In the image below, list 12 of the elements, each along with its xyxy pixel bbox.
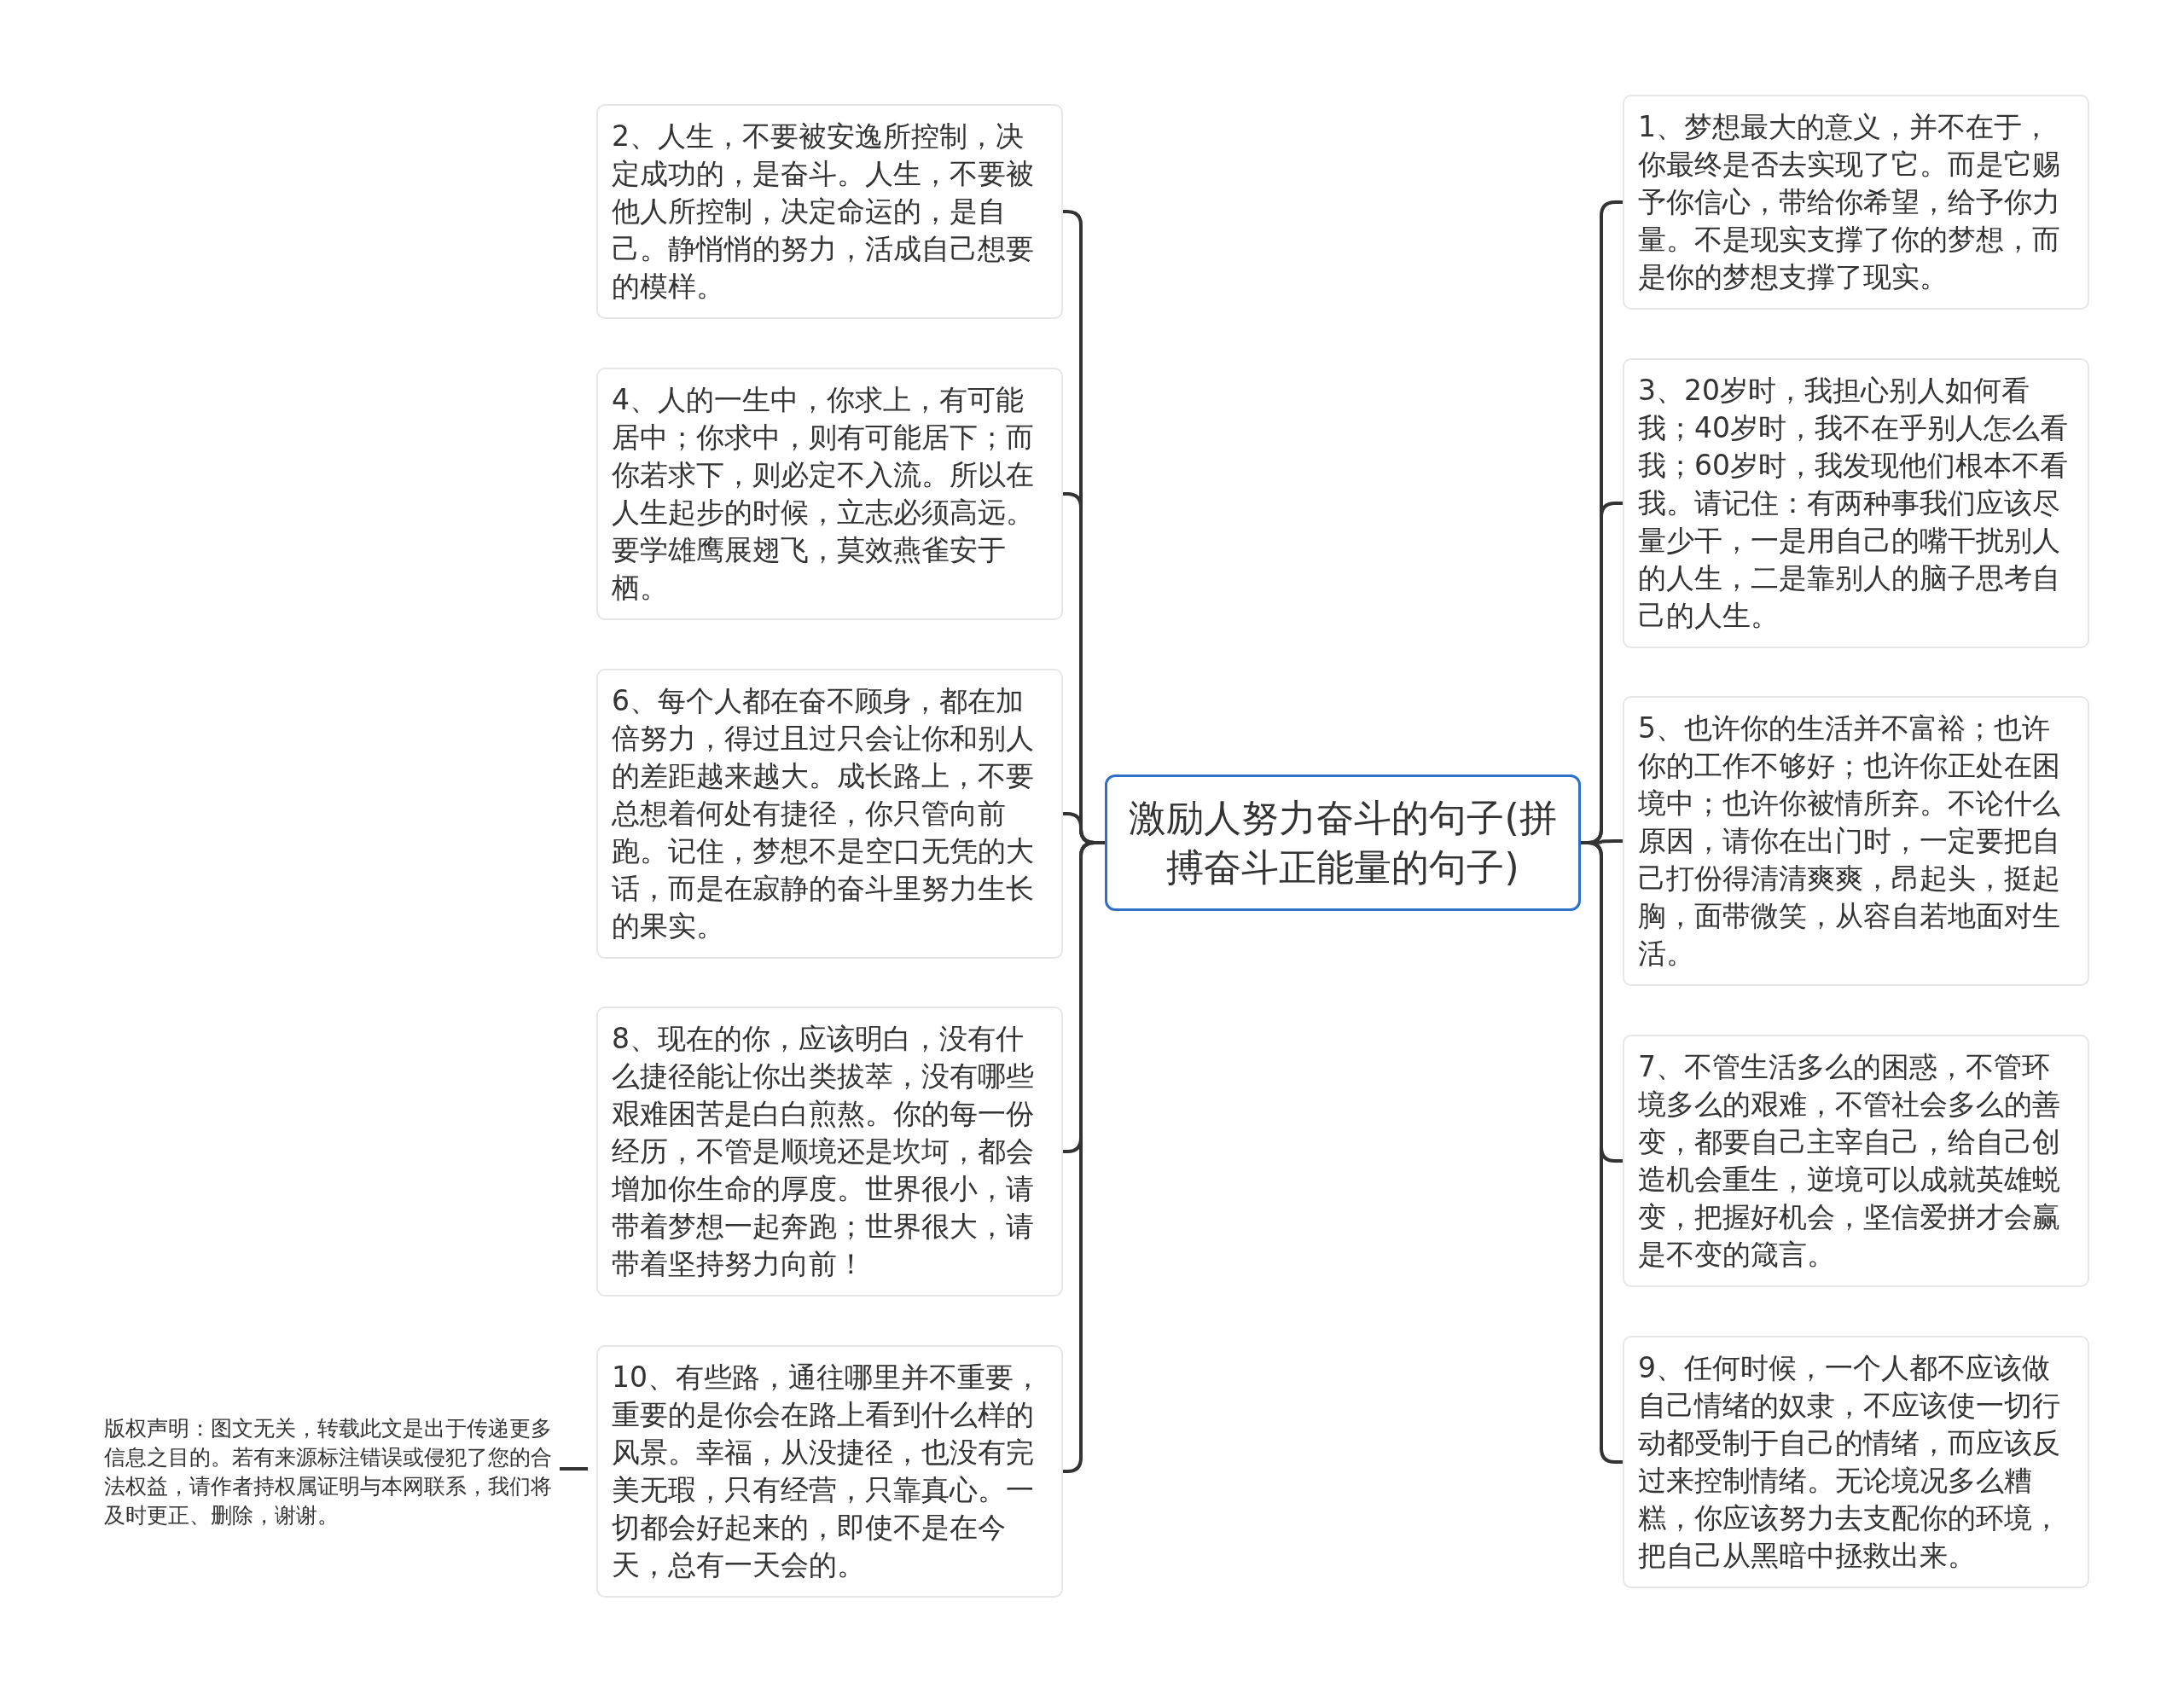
topic-box: 激励人努力奋斗的句子(拼搏奋斗正能量的句子) <box>1105 774 1581 911</box>
copyright-note: 版权声明：图文无关，转载此文是出于传递更多信息之目的。若有来源标注错误或侵犯了您的合法权益，请作者持权属证明与本网联系，我们将及时更正、删除，谢谢。 <box>104 1415 553 1529</box>
text-box: 10、有些路，通往哪里并不重要，重要的是你会在路上看到什么样的风景。幸福，从没捷径，也没有完美无瑕，只有经营，只靠真心。一切都会好起来的，即使不是在今天，总有一天会的。 <box>596 1345 1063 1598</box>
text-box: 8、现在的你，应该明白，没有什么捷径能让你出类拔萃，没有哪些艰难困苦是白白煎熬。你的每一份经历，不管是顺境还是坎坷，都会增加你生命的厚度。世界很小，请带着梦想一起奔跑；世界很大，请带着坚持努力向前！ <box>596 1007 1063 1297</box>
text-box: 3、20岁时，我担心别人如何看我；40岁时，我不在乎别人怎么看我；60岁时，我发现他们根本不看我。请记住：有两种事我们应该尽量少干，一是用自己的嘴干扰别人的人生，二是靠别人的脑子思考自己的人生。 <box>1623 358 2089 648</box>
text-box: 5、也许你的生活并不富裕；也许你的工作不够好；也许你正处在困境中；也许你被情所弃。不论什么原因，请你在出门时，一定要把自己打份得清清爽爽，昂起头，挺起胸，面带微笑，从容自若地面对生活。 <box>1623 696 2089 986</box>
text-box: 9、任何时候，一个人都不应该做自己情绪的奴隶，不应该使一切行动都受制于自己的情绪，而应该反过来控制情绪。无论境况多么糟糕，你应该努力去支配你的环境，把自己从黑暗中拯救出来。 <box>1623 1336 2089 1588</box>
text-box: 4、人的一生中，你求上，有可能居中；你求中，则有可能居下；而你若求下，则必定不入流。所以在人生起步的时候，立志必须高远。要学雄鹰展翅飞，莫效燕雀安于栖。 <box>596 368 1063 620</box>
text-box: 1、梦想最大的意义，并不在于，你最终是否去实现了它。而是它赐予你信心，带给你希望，给予你力量。不是现实支撑了你的梦想，而是你的梦想支撑了现实。 <box>1623 95 2089 310</box>
text-box: 2、人生，不要被安逸所控制，决定成功的，是奋斗。人生，不要被他人所控制，决定命运的，是自己。静悄悄的努力，活成自己想要的模样。 <box>596 104 1063 319</box>
text-box: 7、不管生活多么的困惑，不管环境多么的艰难，不管社会多么的善变，都要自己主宰自己，给自己创造机会重生，逆境可以成就英雄蜕变，把握好机会，坚信爱拼才会赢是不变的箴言。 <box>1623 1035 2089 1287</box>
text-box: 6、每个人都在奋不顾身，都在加倍努力，得过且过只会让你和别人的差距越来越大。成长路上，不要总想着何处有捷径，你只管向前跑。记住，梦想不是空口无凭的大话，而是在寂静的奋斗里努力生长的果实。 <box>596 669 1063 959</box>
